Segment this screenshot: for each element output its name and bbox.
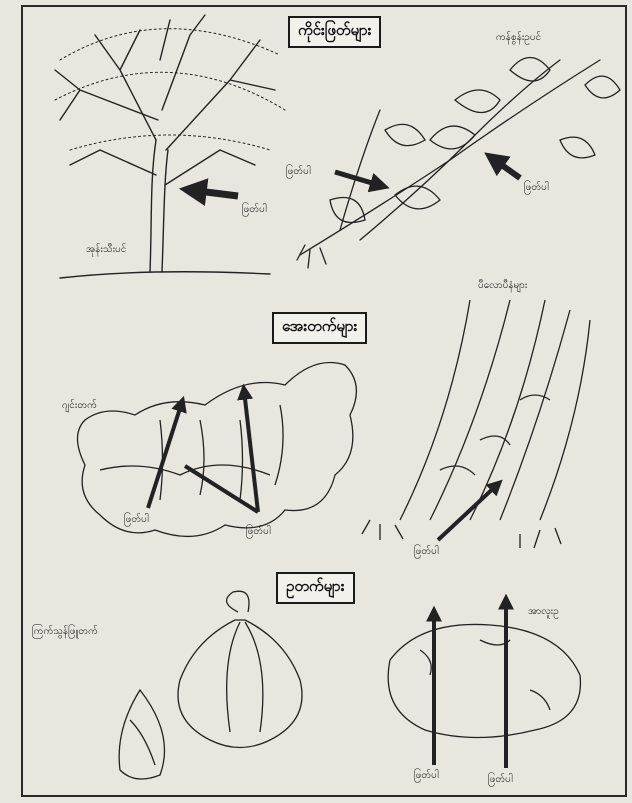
potato-label: အာလူးဥ: [528, 604, 559, 619]
cassava-label: ပီလောပီနံများ: [478, 278, 527, 293]
page-border: [22, 6, 626, 796]
ginger-cut-line: [185, 466, 258, 512]
cut-label-potato-1: ဖြတ်ပါ: [414, 768, 439, 783]
section-title-stems: ကိုင်းဖြတ်များ: [288, 16, 381, 48]
cut-label-vine-1: ဖြတ်ပါ: [286, 164, 311, 179]
vine-cut-arrow-1: [335, 172, 382, 186]
garlic-label: ကြက်သွန်ဖြူတက်: [32, 624, 98, 639]
vine-label: ကန်စွန်းဥပင်: [496, 30, 541, 45]
vine-illustration: [297, 58, 620, 269]
vine-cut-arrow-2: [492, 158, 520, 178]
cut-label-potato-2: ဖြတ်ပါ: [488, 772, 513, 787]
tree-illustration: [55, 15, 285, 278]
cut-label-ginger-2: ဖြတ်ပါ: [246, 524, 271, 539]
section-title-roots: အေးတက်များ: [272, 312, 367, 344]
cassava-illustration: [362, 300, 590, 548]
garlic-illustration: [119, 591, 302, 779]
cassava-cut-arrow: [438, 484, 498, 540]
section-title-bulbs: ဥတက်များ: [276, 572, 355, 604]
ginger-illustration: [78, 363, 357, 537]
ginger-cut-arrow-2: [244, 390, 258, 512]
tree-cut-arrow: [190, 190, 238, 196]
ginger-label: ဂျင်းတက်: [62, 398, 97, 413]
tree-label: အုန်းသီးပင်: [86, 242, 126, 257]
potato-illustration: [388, 624, 580, 737]
cut-label-vine-2: ဖြတ်ပါ: [524, 180, 549, 195]
cut-label-ginger-1: ဖြတ်ပါ: [124, 512, 149, 527]
ginger-cut-arrow-1: [148, 402, 182, 508]
cut-label-tree: ဖြတ်ပါ: [242, 202, 267, 217]
cut-label-cassava: ဖြတ်ပါ: [414, 544, 439, 559]
